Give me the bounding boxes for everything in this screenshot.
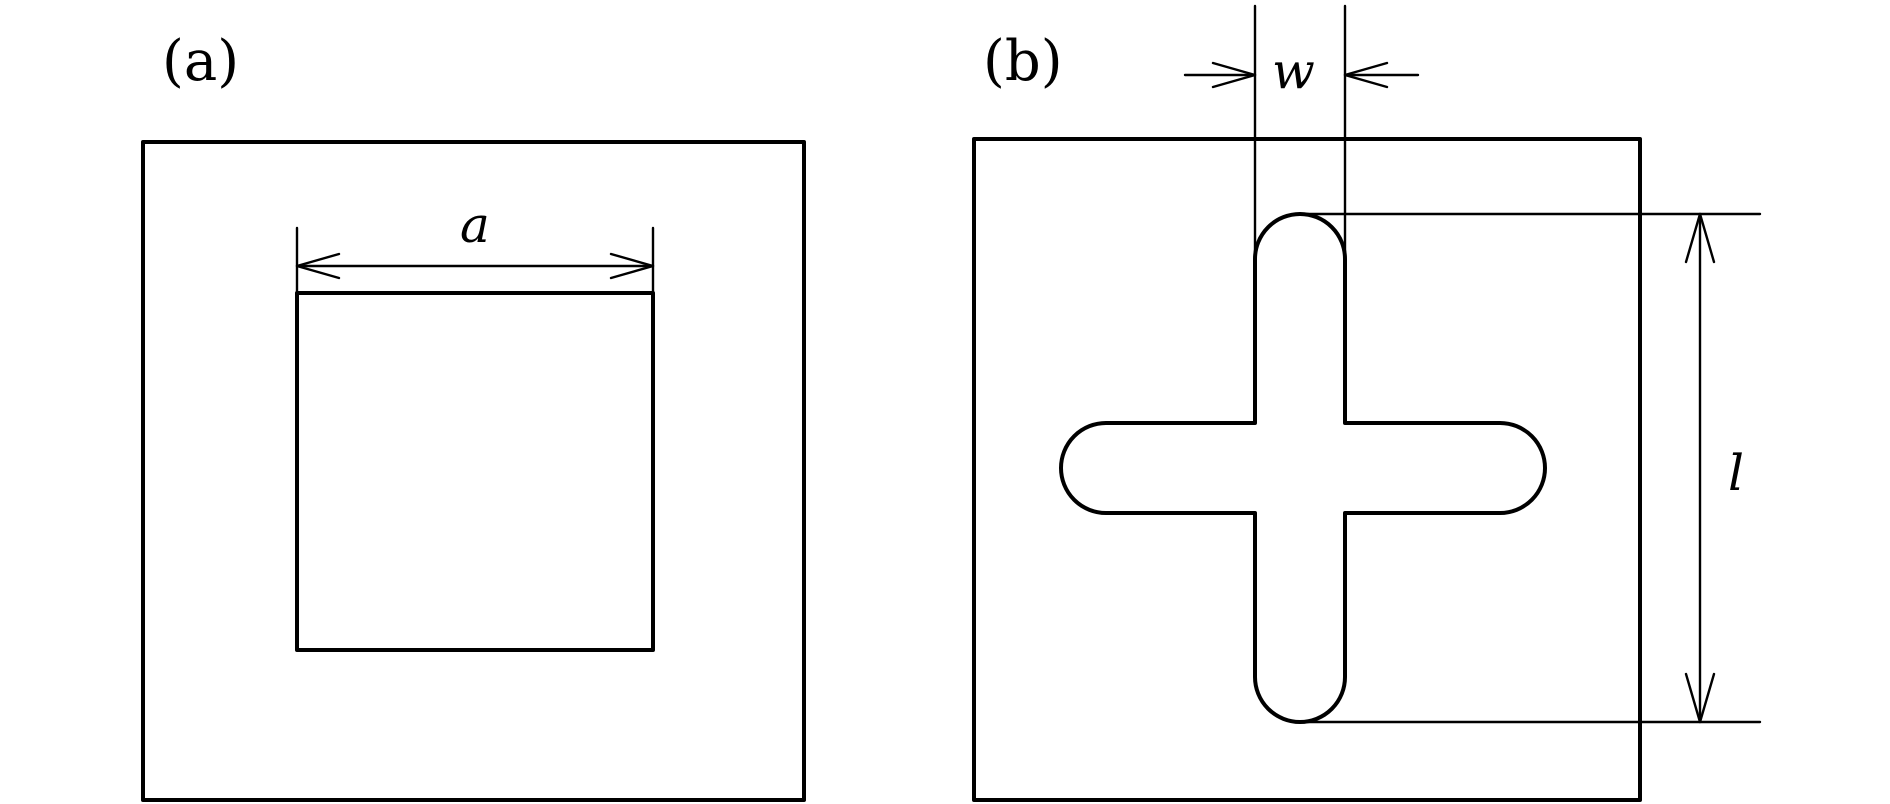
dim-a-arrow-left: [295, 252, 341, 280]
dim-w-arrow-right: [1343, 61, 1389, 89]
dim-l-arrow-top: [1684, 212, 1716, 264]
panel-b-label: (b): [983, 29, 1063, 94]
dim-a-arrow-right: [609, 252, 655, 280]
panel-a-outer-square: [141, 140, 806, 802]
dim-l-arrow-bottom: [1684, 672, 1716, 724]
panel-a-label: (a): [162, 29, 239, 94]
dim-w-label: w: [1272, 42, 1315, 100]
dim-w-arrow-left: [1211, 61, 1257, 89]
panel-b-cross-aperture: [1059, 212, 1547, 724]
dimension-a: a: [295, 196, 655, 295]
dimension-w: w: [1183, 4, 1420, 261]
panel-b: (b) w l: [972, 4, 1762, 802]
dim-a-label: a: [460, 196, 490, 254]
dim-l-label: l: [1728, 444, 1744, 502]
panel-a-square-aperture: [295, 291, 655, 652]
dimension-l: l: [1298, 212, 1762, 724]
panel-b-outer-square: [972, 137, 1642, 802]
panel-a: (a) a: [141, 29, 806, 802]
